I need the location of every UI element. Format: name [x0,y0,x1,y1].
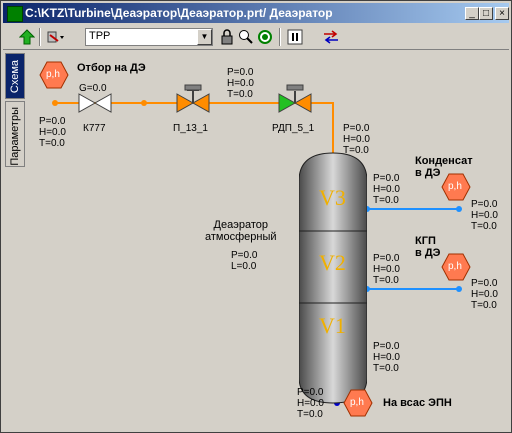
valve-rdp5[interactable] [278,84,312,113]
target-icon[interactable] [255,27,275,47]
toolbar: TPP ▼ [3,25,509,50]
tank-top-values: P=0.0 H=0.0 T=0.0 [343,123,370,156]
maximize-button[interactable]: □ [479,7,493,20]
condensate-title: Конденсат в ДЭ [415,155,473,179]
tool-dropdown-icon[interactable] [45,27,65,47]
green-up-arrow-icon[interactable] [17,27,37,47]
close-button[interactable]: × [495,7,509,20]
arrows-icon[interactable] [321,27,341,47]
v2-values: P=0.0 H=0.0 T=0.0 [373,253,400,286]
tag-inlet-icon[interactable] [39,61,69,89]
kgp-values: P=0.0 H=0.0 T=0.0 [471,278,498,311]
deaerator-title: Деаэратор атмосферный [205,219,277,243]
tag-inlet-label: p,h [46,69,60,80]
tag-kgp-icon[interactable] [441,253,471,281]
v3-values: P=0.0 H=0.0 T=0.0 [373,173,400,206]
valve-p13[interactable] [176,84,210,113]
window-title: C:\KTZ\Turbine\Деаэратор\Деаэратор.prt/ … [25,6,333,20]
toolbar-separator [279,28,281,46]
v1-label: V1 [319,313,346,338]
toolbar-separator [39,28,41,46]
inlet-title: Отбор на ДЭ [77,62,146,74]
tab-schema[interactable]: Схема [5,53,25,99]
system-select-value: TPP [89,30,111,42]
pause-icon[interactable] [285,27,305,47]
deaerator-tank[interactable] [299,151,367,405]
mid-values: P=0.0 H=0.0 T=0.0 [227,67,254,100]
v2-label: V2 [319,250,346,275]
v3-label: V3 [319,185,346,210]
pump-title: На всас ЭПН [383,397,452,409]
valve-k777-label: К777 [83,123,106,134]
tag-pump-label: p,h [350,397,364,408]
pipes-svg [52,84,462,406]
schema-canvas: V3 V2 V1 p,h p,h p,h p,h Отбор на ДЭ P=0… [27,53,509,430]
pump-values: P=0.0 H=0.0 T=0.0 [297,387,324,420]
tag-kgp-label: p,h [448,261,462,272]
condensate-values: P=0.0 H=0.0 T=0.0 [471,199,498,232]
valve-p13-label: П_13_1 [173,123,208,134]
valve-rdp5-label: РДП_5_1 [272,123,315,134]
inlet-values: P=0.0 H=0.0 T=0.0 [39,116,66,149]
tab-schema-label: Схема [9,60,21,94]
tag-condensate-label: p,h [448,181,462,192]
minimize-button[interactable]: _ [465,7,479,20]
chevron-down-icon[interactable]: ▼ [197,29,212,45]
tab-parameters[interactable]: Параметры [5,101,25,167]
kgp-title: КГП в ДЭ [415,235,441,259]
deaerator-values: P=0.0 L=0.0 [231,250,258,272]
flow-g-label: G=0.0 [79,83,107,94]
tag-condensate-icon[interactable] [441,173,471,201]
title-bar[interactable]: C:\KTZ\Turbine\Деаэратор\Деаэратор.prt/ … [3,3,509,23]
tab-parameters-label: Параметры [9,107,21,166]
system-select[interactable]: TPP ▼ [85,28,213,46]
lock-icon[interactable] [217,27,237,47]
app-icon [7,6,23,22]
v1-values: P=0.0 H=0.0 T=0.0 [373,341,400,374]
valve-k777[interactable] [78,93,112,113]
tag-pump-icon[interactable] [343,389,373,417]
search-icon[interactable] [236,27,256,47]
